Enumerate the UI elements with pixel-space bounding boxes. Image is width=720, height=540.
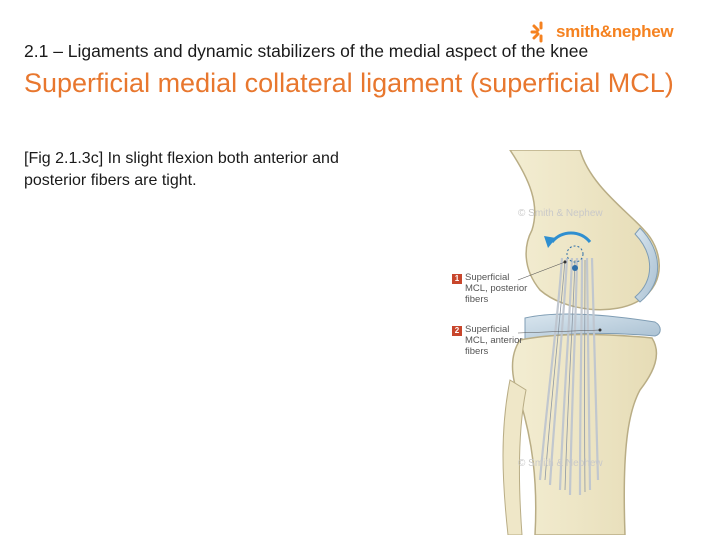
label-posterior-fibers: Superficial MCL, posterior fibers: [465, 272, 527, 305]
label-anterior-fibers: Superficial MCL, anterior fibers: [465, 324, 523, 357]
brand-name: smith&nephew: [556, 22, 674, 41]
watermark: © Smith & Nephew: [518, 458, 603, 469]
label-number: 1: [452, 274, 462, 284]
label-line: MCL, anterior: [465, 335, 523, 346]
label-line: MCL, posterior: [465, 283, 528, 294]
slide-title: Superficial medial collateral ligament (…: [24, 68, 674, 98]
mcl-fibers: [538, 257, 600, 496]
mcl-fiber-shadow: [544, 259, 586, 493]
label-number: 2: [452, 326, 462, 336]
label-line: Superficial: [465, 272, 510, 283]
figure-caption: [Fig 2.1.3c] In slight flexion both ante…: [24, 150, 339, 189]
label-line: fibers: [465, 346, 489, 357]
starburst-icon: [530, 21, 543, 43]
knee-illustration: © Smith & Nephew © Smith & Nephew 1 Supe…: [440, 149, 720, 536]
label-line: Superficial: [465, 324, 510, 335]
brand-logo: smith&nephew: [530, 20, 710, 44]
knee-drawing: [502, 149, 661, 536]
femoral-cartilage: [634, 227, 659, 303]
femur: [508, 149, 660, 311]
label-line: fibers: [465, 294, 489, 305]
watermark: © Smith & Nephew: [518, 208, 603, 219]
section-kicker: 2.1 – Ligaments and dynamic stabilizers …: [24, 41, 589, 61]
